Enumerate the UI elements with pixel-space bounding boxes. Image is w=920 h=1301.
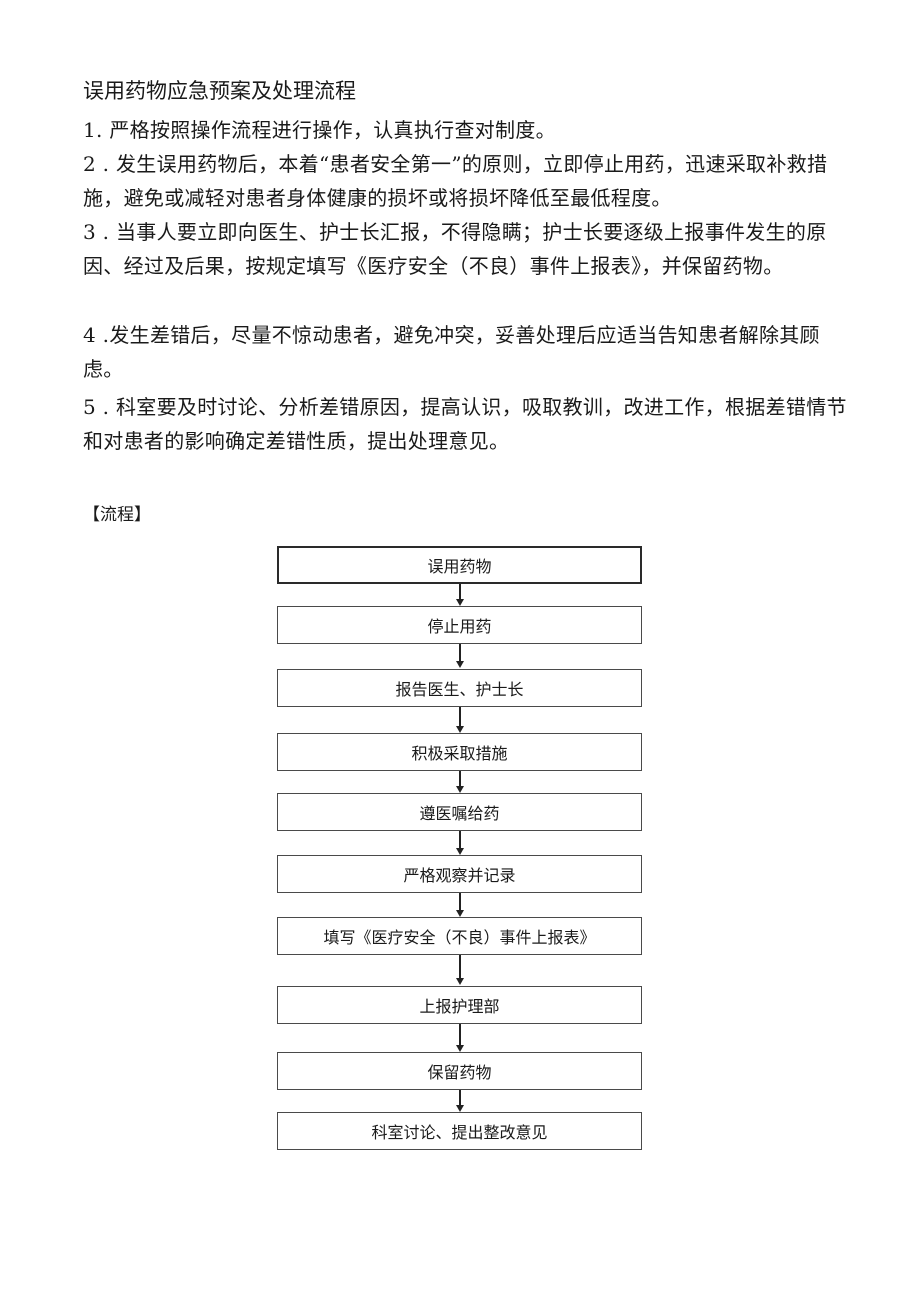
paragraph-2: 2 . 发生误用药物后，本着“患者安全第一”的原则，立即停止用药，迅速采取补救措… xyxy=(83,152,828,210)
flow-step-5: 遵医嘱给药 xyxy=(277,793,642,831)
paragraph-3: 3 . 当事人要立即向医生、护士长汇报，不得隐瞒；护士长要逐级上报事件发生的原因… xyxy=(83,220,827,278)
flow-step-3: 报告医生、护士长 xyxy=(277,669,642,707)
flow-arrow-4 xyxy=(456,771,464,793)
paragraph-5: 5 . 科室要及时讨论、分析差错原因，提高认识，吸取教训，改进工作，根据差错情节… xyxy=(83,395,847,453)
flow-section-label: 【流程】 xyxy=(83,505,151,525)
flow-arrow-2 xyxy=(456,644,464,668)
paragraph-1: 1. 严格按照操作流程进行操作，认真执行查对制度。 xyxy=(83,118,556,142)
flow-step-10: 科室讨论、提出整改意见 xyxy=(277,1112,642,1150)
flow-arrow-1 xyxy=(456,584,464,606)
document-title: 误用药物应急预案及处理流程 xyxy=(83,79,356,103)
flow-arrow-3 xyxy=(456,707,464,733)
flow-step-6: 严格观察并记录 xyxy=(277,855,642,893)
flow-step-4: 积极采取措施 xyxy=(277,733,642,771)
flow-arrow-7 xyxy=(456,955,464,985)
flow-step-1: 误用药物 xyxy=(277,546,642,584)
paragraph-4: 4 .发生差错后，尽量不惊动患者，避免冲突，妥善处理后应适当告知患者解除其顾虑。 xyxy=(83,323,820,381)
flow-step-9: 保留药物 xyxy=(277,1052,642,1090)
flow-step-8: 上报护理部 xyxy=(277,986,642,1024)
flow-step-2: 停止用药 xyxy=(277,606,642,644)
flow-arrow-9 xyxy=(456,1090,464,1112)
flow-arrow-8 xyxy=(456,1024,464,1052)
flow-arrow-5 xyxy=(456,831,464,855)
flow-step-7: 填写《医疗安全（不良）事件上报表》 xyxy=(277,917,642,955)
flow-arrow-6 xyxy=(456,893,464,917)
